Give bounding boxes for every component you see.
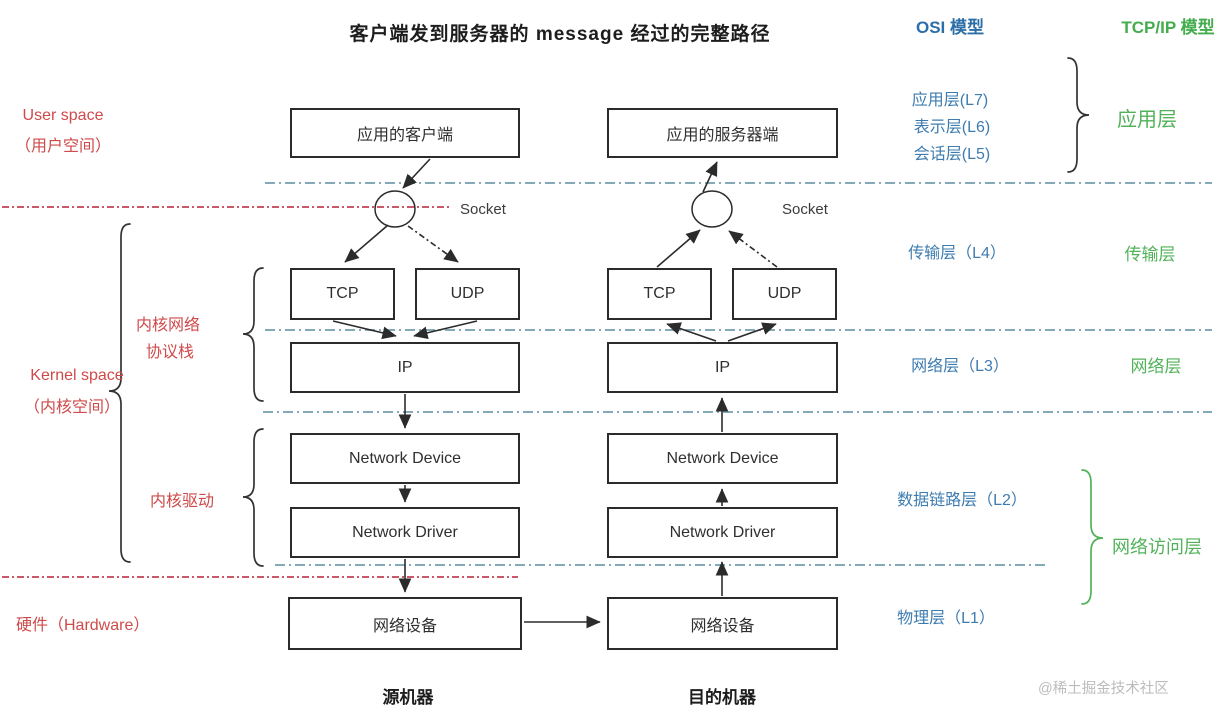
kernel-space-brace xyxy=(108,223,131,563)
dest-ip-box: IP xyxy=(607,342,838,393)
tcpip-layer-transport: 传输层 xyxy=(1124,245,1176,264)
kernel-stack-label-line2: 协议栈 xyxy=(145,344,195,361)
osi-layer-l2: 数据链路层（L2） xyxy=(897,492,1027,509)
source-app-box: 应用的客户端 xyxy=(290,108,520,158)
dest-machine-caption: 目的机器 xyxy=(688,688,756,707)
source-ip-box: IP xyxy=(290,342,520,393)
osi-layer-l3: 网络层（L3） xyxy=(911,358,1009,375)
grouping-braces xyxy=(108,57,1104,605)
user-space-label-en: User space xyxy=(22,107,104,124)
network-access-brace xyxy=(1081,469,1104,605)
source-tcp-box: TCP xyxy=(290,268,395,320)
socket-circles xyxy=(374,190,733,228)
tcpip-layer-application: 应用层 xyxy=(1117,109,1177,131)
socket-label-source: Socket xyxy=(460,201,506,218)
source-flow-arrows xyxy=(332,158,601,629)
osi-model-header: OSI 模型 xyxy=(915,18,985,37)
kernel-stack-label-line1: 内核网络 xyxy=(135,317,201,334)
source-hw-box: 网络设备 xyxy=(288,597,522,650)
dest-net-driver-box: Network Driver xyxy=(607,507,838,558)
source-machine-caption: 源机器 xyxy=(382,688,434,707)
osi-layer-l4: 传输层（L4） xyxy=(908,245,1006,262)
layer-boundary-lines xyxy=(263,182,1212,566)
osi-layer-l5: 会话层(L5) xyxy=(913,146,991,163)
dest-hw-box: 网络设备 xyxy=(607,597,838,650)
osi-layer-l6: 表示层(L6) xyxy=(913,119,991,136)
dest-net-device-box: Network Device xyxy=(607,433,838,484)
source-net-device-box: Network Device xyxy=(290,433,520,484)
kernel-stack-brace xyxy=(242,267,264,402)
osi-layer-l7: 应用层(L7) xyxy=(911,92,989,109)
tcpip-layer-network-access: 网络访问层 xyxy=(1112,537,1202,557)
kernel-space-label-en: Kernel space xyxy=(30,367,124,384)
dest-flow-arrows xyxy=(656,161,778,596)
kernel-driver-label: 内核驱动 xyxy=(149,493,215,510)
kernel-space-label-cn: （内核空间） xyxy=(23,399,121,416)
tcpip-layer-network: 网络层 xyxy=(1130,357,1182,376)
watermark: @稀土掘金技术社区 xyxy=(1038,681,1169,697)
osi-application-brace xyxy=(1067,57,1090,173)
tcpip-model-header: TCP/IP 模型 xyxy=(1121,18,1215,37)
kernel-driver-brace xyxy=(242,428,264,567)
space-boundary-lines xyxy=(2,206,518,578)
dest-udp-box: UDP xyxy=(732,268,837,320)
user-space-label-cn: （用户空间） xyxy=(14,138,112,155)
source-net-driver-box: Network Driver xyxy=(290,507,520,558)
dest-app-box: 应用的服务器端 xyxy=(607,108,838,158)
diagram-title: 客户端发到服务器的 message 经过的完整路径 xyxy=(349,24,771,45)
osi-layer-l1: 物理层（L1） xyxy=(897,610,995,627)
dest-tcp-box: TCP xyxy=(607,268,712,320)
source-udp-box: UDP xyxy=(415,268,520,320)
hardware-label: 硬件（Hardware） xyxy=(16,617,150,634)
socket-label-dest: Socket xyxy=(782,201,828,218)
